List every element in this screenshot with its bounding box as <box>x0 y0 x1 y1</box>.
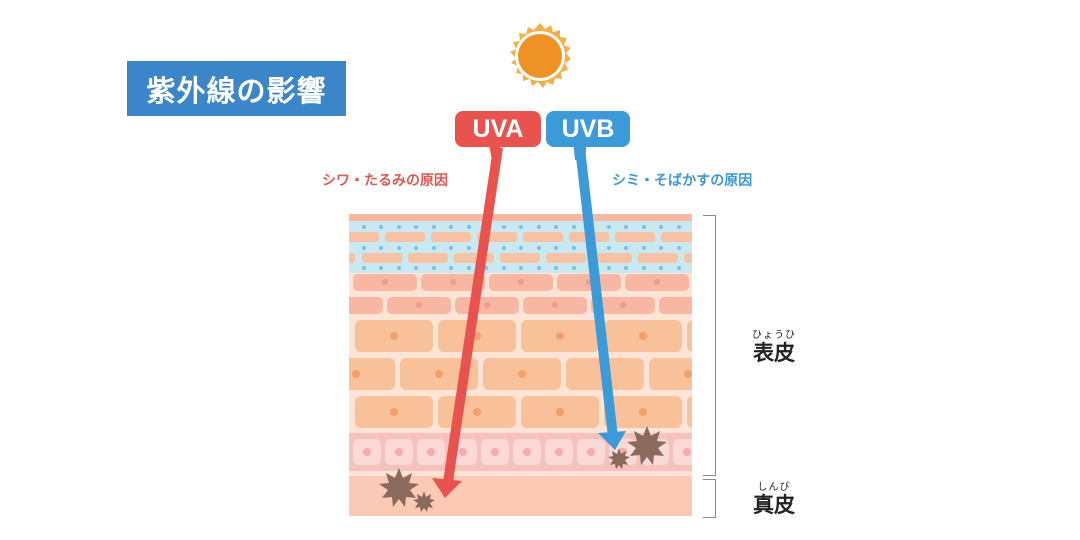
dermis-name: 真皮 <box>753 493 795 517</box>
uva-cause-text: シワ・たるみの原因 <box>322 173 448 189</box>
epidermis-ruby: ひょうひ <box>752 330 796 341</box>
dermis-bracket <box>703 479 716 518</box>
uva-label-text: UVA <box>472 114 524 143</box>
epidermis-bracket <box>703 215 716 476</box>
uvb-label: UVB <box>546 111 630 147</box>
skin-cross-section <box>349 214 692 516</box>
uvb-label-text: UVB <box>561 114 615 143</box>
title-box: 紫外線の影響 <box>127 61 346 116</box>
page-title: 紫外線の影響 <box>146 73 327 108</box>
dermis-ruby: しんぴ <box>757 482 791 493</box>
uva-label: UVA <box>455 111 541 147</box>
epidermis-label: ひょうひ 表皮 <box>744 326 804 365</box>
uvb-cause-text: シミ・そばかすの原因 <box>612 173 753 189</box>
epidermis-name: 表皮 <box>753 341 795 365</box>
skin-layers-graphic <box>349 214 692 516</box>
dermis-label: しんぴ 真皮 <box>744 478 804 517</box>
